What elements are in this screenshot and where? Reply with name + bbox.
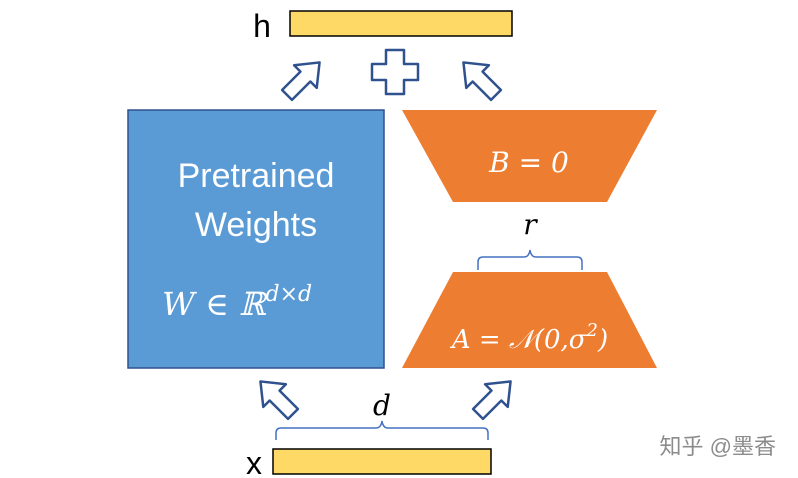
a-formula-close: ) <box>597 325 608 355</box>
arrow-up-left-icon <box>280 61 321 102</box>
b-matrix-label: B = 0 <box>488 146 569 179</box>
arrow-up-left-icon <box>259 380 300 421</box>
output-vector-bar <box>289 10 513 37</box>
w-formula-superscript: d×d <box>266 282 313 307</box>
pretrained-title-line1: Pretrained <box>178 157 335 195</box>
arrow-up-right-icon <box>462 61 503 102</box>
a-matrix-label: A = 𝒩(0,σ2) <box>450 320 608 355</box>
input-label-x: x <box>246 445 262 478</box>
pretrained-dimension-formula: W ∈ ℝd×d <box>162 282 312 323</box>
plus-icon <box>370 48 420 96</box>
w-formula-base: W ∈ ℝ <box>162 285 268 323</box>
dimension-label-d: d <box>373 389 391 422</box>
rank-label-r: r <box>523 208 538 241</box>
lora-b-matrix <box>402 110 657 202</box>
output-label-h: h <box>253 8 271 44</box>
arrow-up-right-icon <box>471 380 512 421</box>
rank-brace <box>477 249 583 270</box>
lora-a-matrix <box>402 272 657 368</box>
input-vector-bar <box>272 448 492 475</box>
a-formula-superscript: 2 <box>586 320 598 341</box>
watermark-text: 知乎 @墨香 <box>660 434 776 459</box>
a-formula-base: A = 𝒩(0,σ <box>450 325 588 355</box>
dimension-brace <box>275 420 489 440</box>
pretrained-weights-block <box>127 109 385 369</box>
pretrained-title-line2: Weights <box>195 206 317 244</box>
